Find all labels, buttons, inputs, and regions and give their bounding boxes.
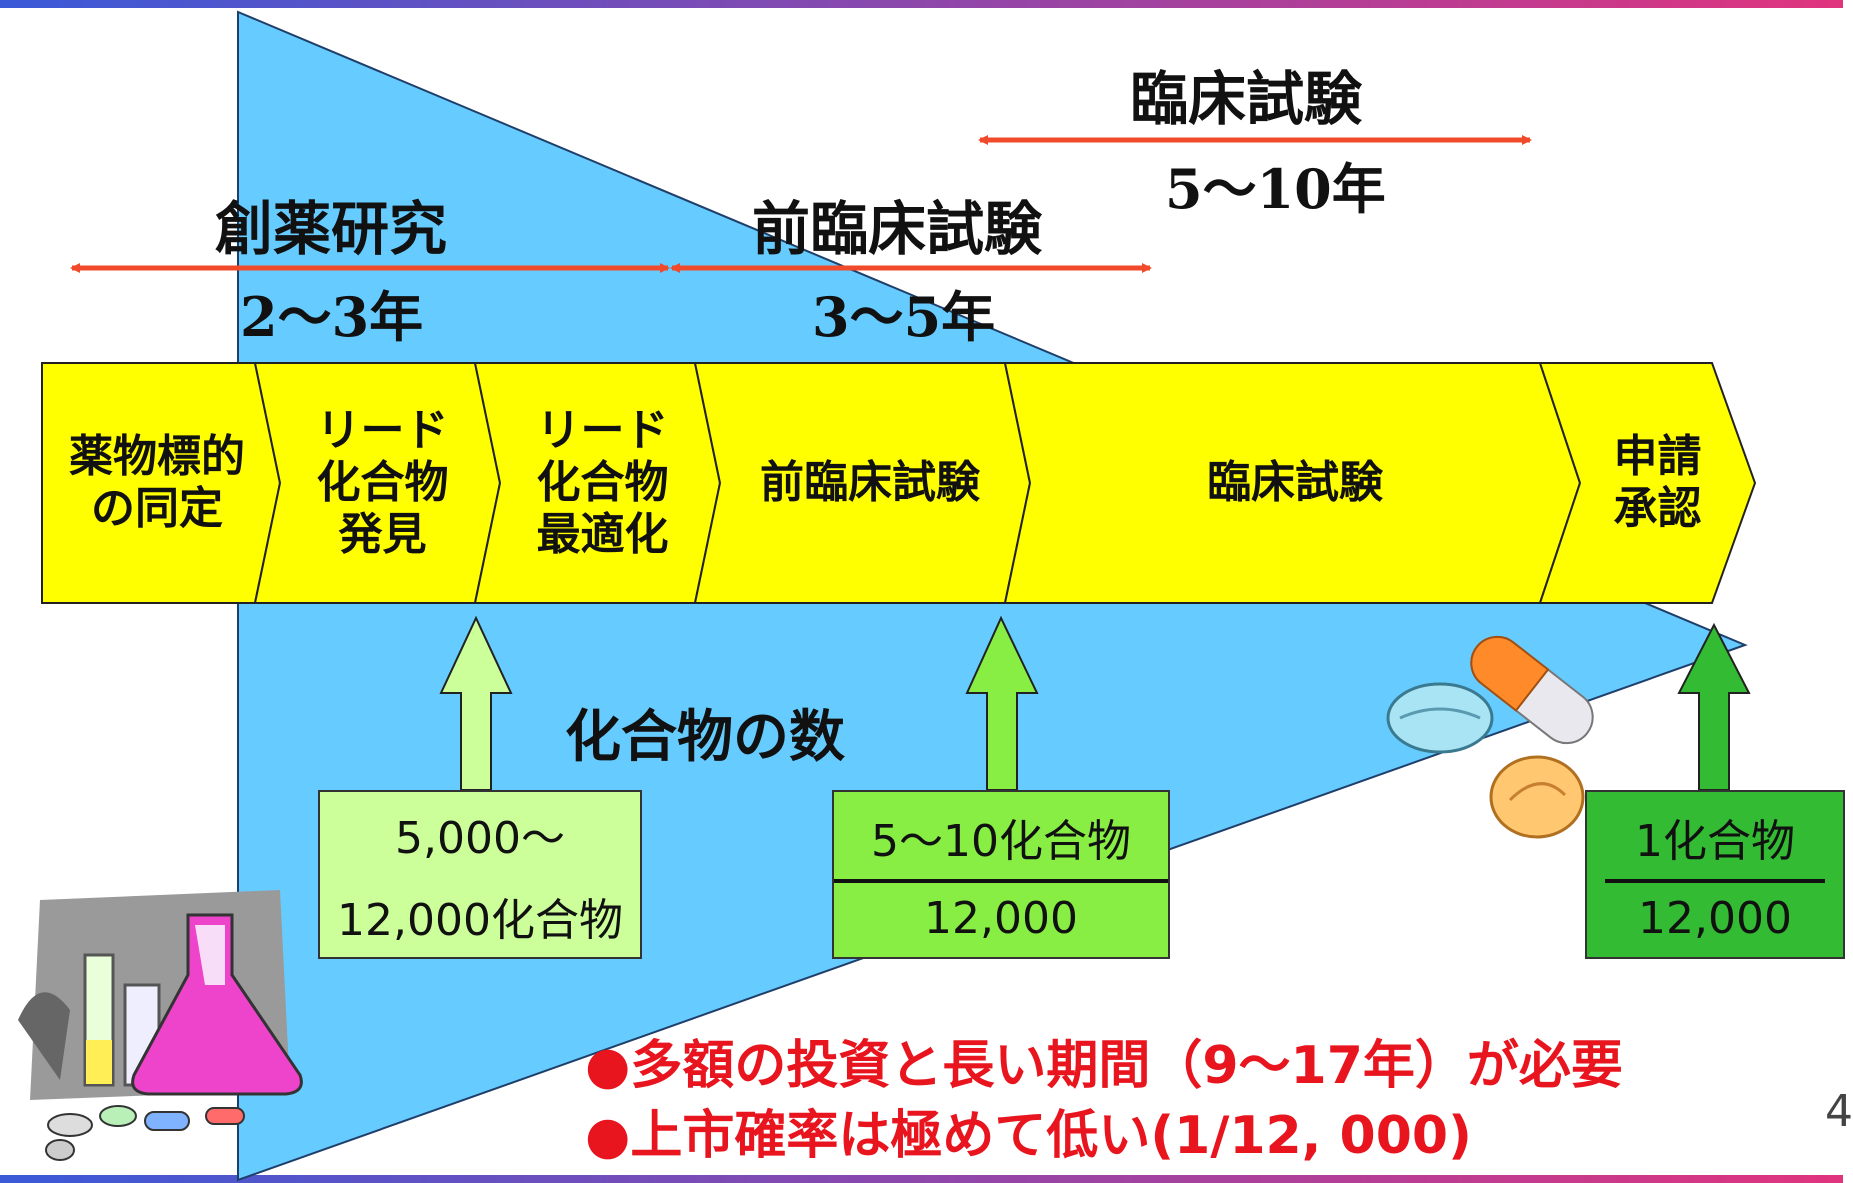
clinical-phase-title: 臨床試験 — [1130, 65, 1363, 133]
compound-count-line: 12,000化合物 — [337, 894, 623, 946]
stage-clinical: 臨床試験 — [1030, 363, 1560, 603]
stage-lead-optimization: リード 化合物 最適化 — [495, 363, 710, 603]
fraction-line — [834, 879, 1168, 883]
compound-count-box-discovery: 5,000〜 12,000化合物 — [318, 790, 642, 959]
stage-chevron-6 — [1538, 362, 1757, 604]
pills-clipart — [1386, 635, 1594, 839]
stage-lead-discovery: リード 化合物 発見 — [275, 363, 490, 603]
stage-target-identification: 薬物標的 の同定 — [42, 363, 272, 603]
compound-ratio-numerator: 1化合物 — [1635, 816, 1795, 867]
stage-label-line: 最適化 — [536, 508, 669, 560]
compound-count-line: 5,000〜 — [395, 812, 565, 864]
lab-flask-clipart — [18, 890, 303, 1161]
compound-ratio-denominator: 12,000 — [1638, 893, 1792, 944]
stage-label-line: リード — [536, 405, 669, 457]
preclinical-phase-duration: 3〜5年 — [812, 285, 996, 349]
note-investment: ●多額の投資と長い期間（9〜17年）が必要 — [585, 1036, 1623, 1096]
stage-label-line: 薬物標的 — [69, 431, 245, 483]
compound-count-box-approval: 1化合物 12,000 — [1585, 790, 1845, 959]
stage-label-line: 化合物 — [316, 457, 449, 509]
stage-label-line: 発見 — [338, 508, 427, 560]
preclinical-phase-title: 前臨床試験 — [752, 195, 1043, 263]
bottom-accent-bar — [0, 1175, 1843, 1183]
stage-label-line: の同定 — [91, 483, 223, 534]
stage-application-approval: 申請 承認 — [1575, 363, 1740, 603]
stage-label-line: 臨床試験 — [1207, 457, 1383, 509]
compound-ratio-numerator: 5〜10化合物 — [871, 816, 1131, 867]
funnel-label: 化合物の数 — [565, 705, 845, 770]
stage-label-line: 申請 — [1613, 431, 1702, 483]
stage-label-line: リード — [316, 405, 449, 457]
stage-label-line: 承認 — [1613, 483, 1702, 534]
discovery-phase-title: 創薬研究 — [215, 195, 448, 263]
stage-preclinical: 前臨床試験 — [715, 363, 1025, 603]
fraction-line — [1604, 879, 1826, 883]
note-success-rate: ●上市確率は極めて低い(1/12, 000) — [585, 1106, 1472, 1166]
compound-ratio-denominator: 12,000 — [924, 893, 1078, 944]
clinical-phase-duration: 5〜10年 — [1165, 157, 1386, 221]
stage-label-line: 化合物 — [536, 457, 669, 509]
stage-label-line: 前臨床試験 — [760, 457, 980, 509]
top-accent-bar — [0, 0, 1843, 8]
compound-count-box-preclinical: 5〜10化合物 12,000 — [832, 790, 1170, 959]
page-number: 4 — [1825, 1086, 1853, 1137]
discovery-phase-duration: 2〜3年 — [240, 285, 424, 349]
